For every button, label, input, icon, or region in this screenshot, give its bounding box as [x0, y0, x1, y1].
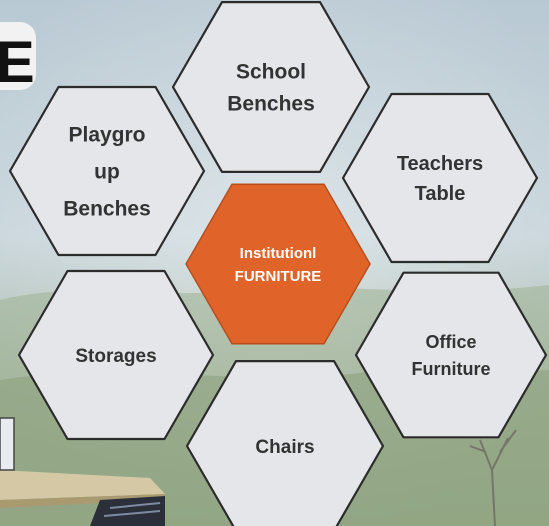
hex-school-benches-label-line: School [236, 61, 306, 84]
hex-chairs-shape [185, 360, 385, 526]
hex-office-furniture-shape [354, 271, 548, 439]
hex-center-institutional-furniture-label-line: FURNITURE [235, 268, 322, 285]
heading-fragment: E [0, 22, 36, 95]
desk-image [0, 417, 165, 526]
hex-center-institutional-furniture-shape [185, 183, 371, 345]
hex-teachers-table-label-line: Teachers [397, 153, 483, 175]
hex-playground-benches-shape [8, 85, 206, 257]
partial-heading: E [0, 30, 35, 95]
hex-school-benches-shape [171, 0, 371, 173]
hex-teachers-table-label-line: Table [415, 183, 466, 205]
hex-playground-benches-label-line: up [94, 161, 120, 184]
hex-school-benches-label-line: Benches [227, 93, 315, 116]
hex-office-furniture-label-line: Furniture [412, 359, 491, 379]
bare-tree [469, 429, 517, 526]
hex-chairs-label-line: Chairs [255, 437, 314, 458]
hex-center-institutional-furniture-label-line: Institutionl [240, 245, 317, 262]
hex-office-furniture-label-line: Office [425, 332, 476, 352]
hex-storages: Storages [17, 269, 215, 441]
hex-playground-benches-label-line: Benches [63, 198, 151, 221]
hex-playground-benches-label-line: Playgro [68, 124, 145, 147]
hex-teachers-table-shape [341, 92, 539, 264]
hex-storages-shape [17, 269, 215, 441]
hex-storages-label-line: Storages [75, 346, 156, 367]
hex-chairs: Chairs [185, 360, 385, 526]
